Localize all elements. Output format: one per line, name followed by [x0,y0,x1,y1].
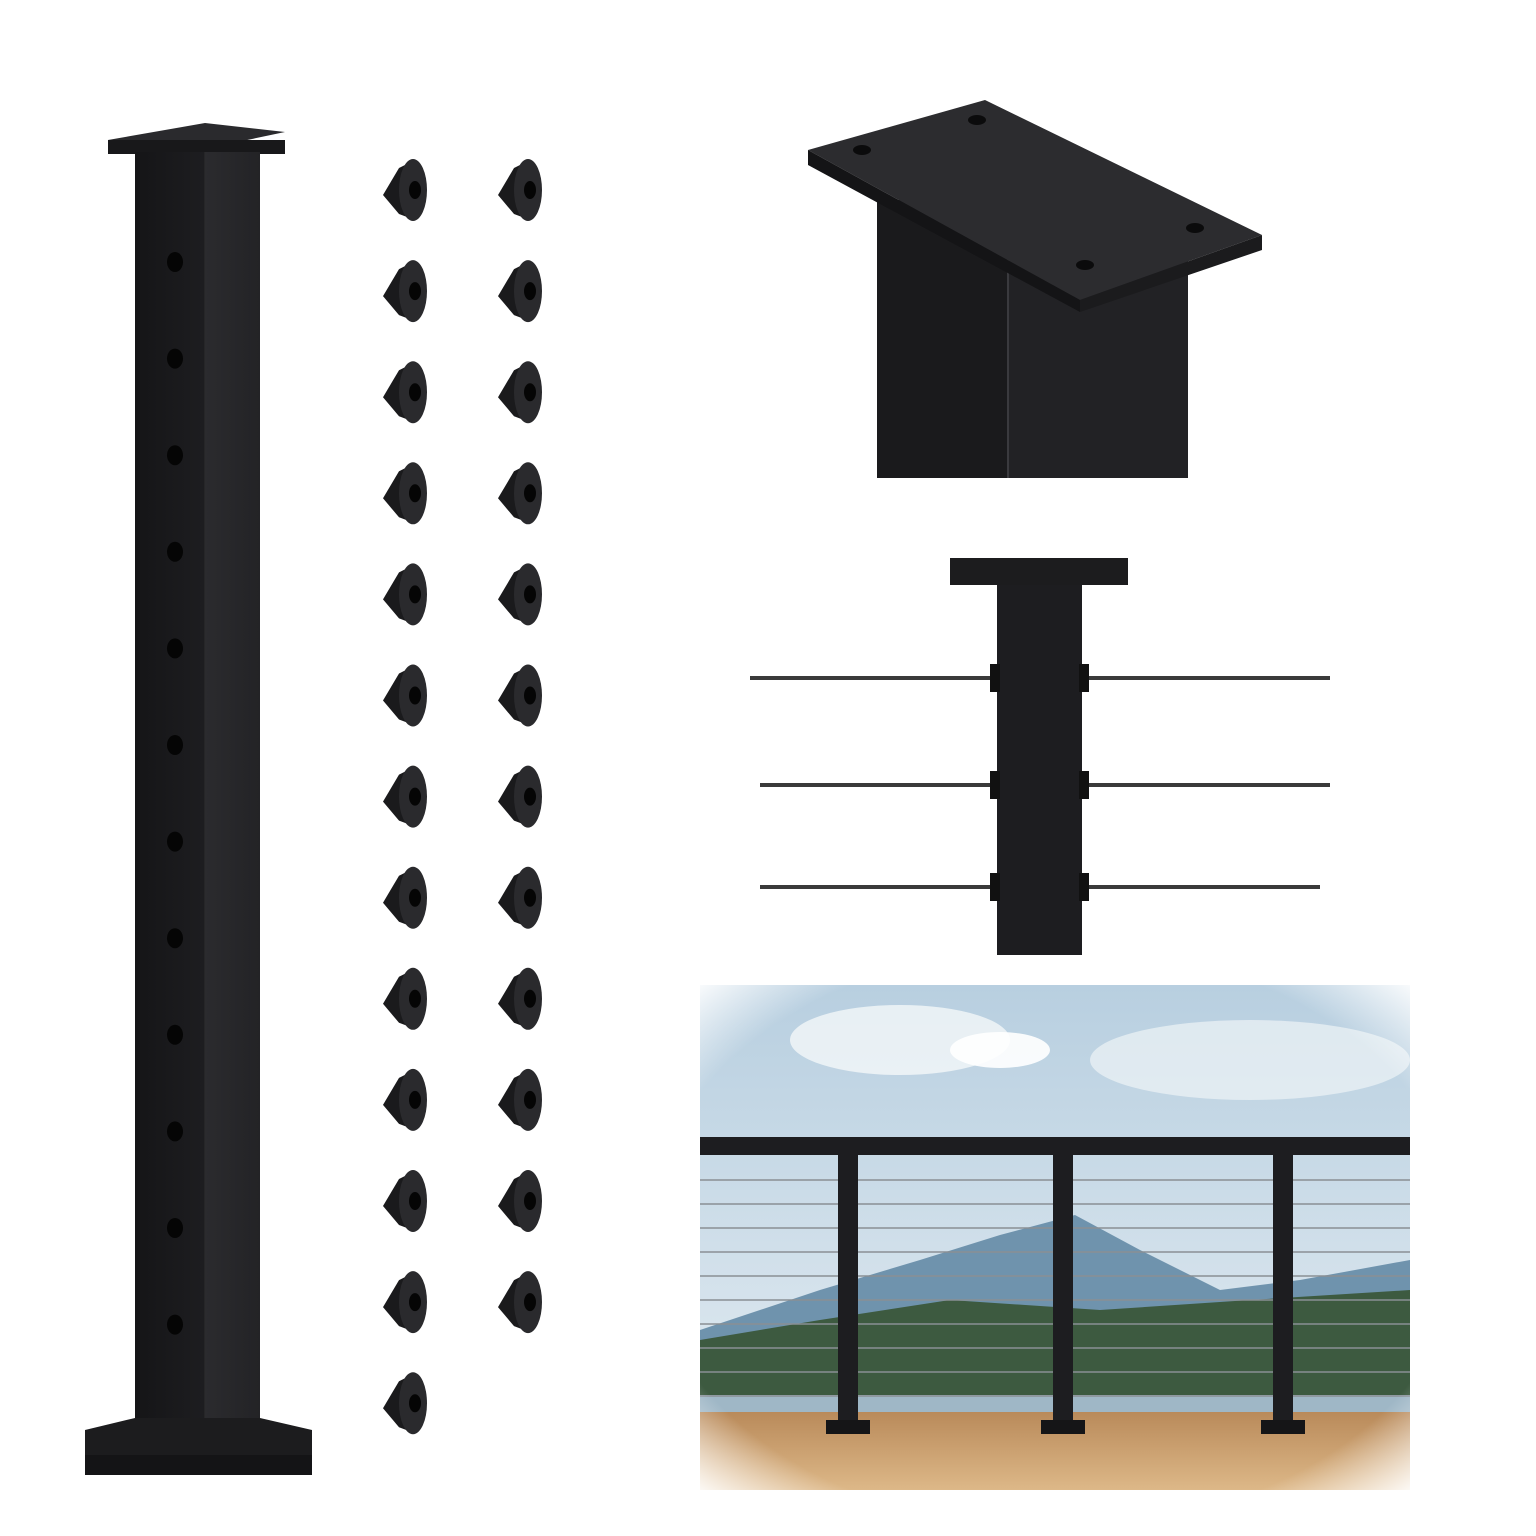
post-with-cables [750,558,1330,955]
grommet-icon [383,967,427,1030]
grommet-icon [383,765,427,828]
grommet-icon [383,664,427,727]
cable-hole [167,831,183,852]
grommet-icon [498,664,542,727]
grommet-icon [383,159,427,221]
grommet-icon [498,462,542,525]
grommet-set [383,159,542,1435]
grommet-icon [498,967,542,1030]
grommet-icon [383,866,427,929]
grommet-icon [383,462,427,525]
grommet-icon [498,1068,542,1131]
grommet-icon [383,563,427,626]
cable-hole [167,928,183,949]
cable-hole [167,445,183,466]
screw-hole [1076,260,1094,270]
cable-hole [167,638,183,659]
cable-hole [167,252,183,272]
cable-hole [167,541,183,562]
grommet-icon [498,260,542,323]
screw-hole [1186,223,1204,233]
grommet-icon [383,1271,427,1334]
grommet-icon [383,1068,427,1131]
grommet-icon [383,1372,427,1435]
cable-hole [167,1218,183,1238]
grommet-icon [498,361,542,424]
grommet-icon [383,361,427,424]
cable-hole [167,348,183,369]
post-top-closeup [808,100,1262,478]
grommet-icon [498,765,542,828]
cable-hole [167,1314,183,1335]
cable-rail-post [85,123,312,1475]
cable-hole [167,1121,183,1142]
screw-hole [853,145,871,155]
grommet-icon [498,1271,542,1334]
grommet-icon [498,563,542,626]
cable-hole [167,1024,183,1045]
grommet-icon [383,1170,427,1232]
installed-railing-scene [700,985,1410,1490]
grommet-icon [498,1170,542,1232]
post-shaft [135,152,260,1422]
screw-hole [968,115,986,125]
grommet-icon [498,159,542,221]
cable-hole [167,735,183,755]
grommet-icon [498,866,542,929]
grommet-icon [383,260,427,323]
